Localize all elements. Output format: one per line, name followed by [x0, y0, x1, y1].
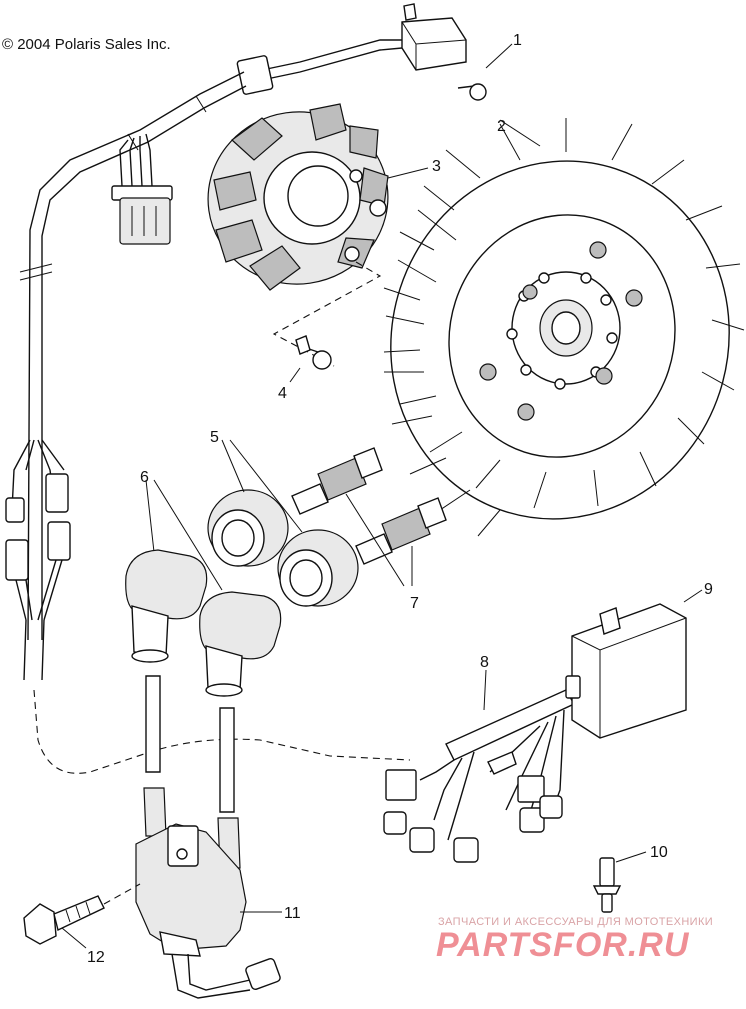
part-1-connector-screw: [401, 3, 513, 101]
callout-4: 4: [278, 385, 287, 402]
callout-7: 7: [410, 595, 419, 612]
part-10-pin: [592, 851, 647, 913]
part-2-flywheel: [383, 118, 745, 537]
callout-2: 2: [497, 118, 506, 135]
part-5-grommets: [207, 439, 359, 607]
callout-10: 10: [650, 844, 668, 861]
part-11-ignition-coil: [135, 675, 282, 999]
callout-11: 11: [284, 905, 301, 922]
callout-labels: 1 2 3 4 5 6 7 8 9 10 11 12: [87, 32, 713, 966]
callout-3: 3: [432, 158, 441, 175]
part-8-cdi-harness: [383, 669, 575, 863]
callout-5: 5: [210, 429, 219, 446]
callout-12: 12: [87, 949, 105, 966]
part-4-screw: [289, 335, 332, 383]
stator-wire-harness: [5, 39, 411, 774]
callout-6: 6: [140, 469, 149, 486]
callout-8: 8: [480, 654, 489, 671]
callout-9: 9: [704, 581, 713, 598]
watermark-logo: PARTSFOR.RU: [436, 926, 690, 964]
part-12-bolt: [23, 883, 141, 949]
copyright-notice: © 2004 Polaris Sales Inc.: [2, 36, 171, 53]
part-9-cdi-box: [565, 589, 703, 739]
callout-1: 1: [513, 32, 522, 49]
watermark-tagline: ЗАПЧАСТИ И АКСЕССУАРЫ ДЛЯ МОТОТЕХНИКИ: [438, 916, 714, 928]
part-3-stator: [207, 103, 429, 367]
part-7-spark-plugs: [291, 447, 447, 587]
part-6-spark-plug-caps: [125, 479, 282, 697]
